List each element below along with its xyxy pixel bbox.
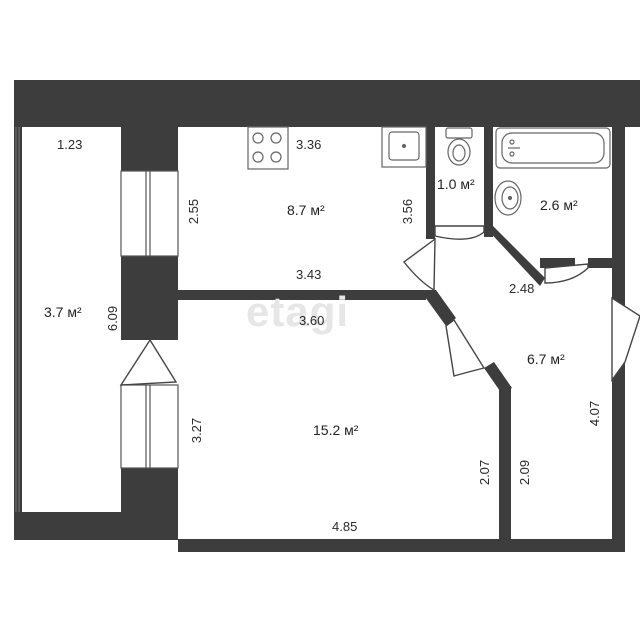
kitchen-door bbox=[402, 237, 436, 292]
stove bbox=[247, 126, 289, 170]
toilet-right-wall bbox=[484, 127, 493, 237]
doors bbox=[119, 225, 640, 386]
toilet-area: 1.0 м² bbox=[437, 176, 475, 192]
balcony-glazing bbox=[15, 127, 20, 512]
tub-inner bbox=[501, 132, 605, 164]
hallway-left-dimension: 2.09 bbox=[517, 459, 533, 486]
kitchen-bottom-dimension: 3.43 bbox=[296, 267, 322, 282]
bathtub-icon bbox=[495, 127, 611, 169]
living-door bbox=[445, 318, 486, 377]
kitchen-living-wall-end bbox=[420, 290, 456, 326]
kitchen-living-wall bbox=[178, 290, 426, 300]
washbasin-icon bbox=[494, 180, 522, 216]
toilet-tank bbox=[445, 127, 473, 139]
toilet-seat bbox=[452, 144, 466, 162]
bathroom-door bbox=[544, 263, 589, 284]
balcony-side-dimension: 6.09 bbox=[105, 305, 121, 332]
top-wall bbox=[14, 80, 640, 127]
left-wall bbox=[14, 80, 22, 540]
living-top-dimension: 3.60 bbox=[299, 313, 325, 328]
balcony-partition-top bbox=[121, 127, 178, 171]
kitchen-top-dimension: 3.36 bbox=[296, 137, 322, 152]
stove-body bbox=[247, 126, 289, 170]
balcony-partition-mid bbox=[121, 256, 178, 340]
balcony-door bbox=[119, 338, 178, 386]
right-wall-upper bbox=[612, 258, 625, 298]
bathroom-bottom-wall-right bbox=[588, 258, 618, 268]
bottom-wall-main bbox=[178, 539, 625, 552]
tub-tap-knob bbox=[509, 151, 515, 157]
sink-drain bbox=[401, 143, 407, 149]
living-left-dimension: 3.27 bbox=[189, 417, 205, 444]
bathroom-area: 2.6 м² bbox=[540, 197, 578, 213]
bottom-wall bbox=[14, 540, 640, 640]
living-right-dimension: 2.07 bbox=[477, 459, 493, 486]
burner bbox=[270, 132, 282, 144]
living-bottom-dimension: 4.85 bbox=[332, 519, 358, 534]
hallway-area: 6.7 м² bbox=[527, 351, 565, 367]
hall-wall-diag bbox=[484, 226, 545, 286]
toilet-icon bbox=[445, 127, 473, 166]
hallway-top-dimension: 2.48 bbox=[509, 281, 535, 296]
hallway-right-dimension: 4.07 bbox=[587, 400, 603, 427]
burner bbox=[252, 132, 264, 144]
basin-drain bbox=[507, 195, 513, 201]
tub-tap-knob bbox=[509, 139, 515, 145]
bathroom-bottom-wall bbox=[540, 258, 575, 268]
kitchen-right-dimension: 3.56 bbox=[400, 198, 416, 225]
burner bbox=[252, 151, 264, 163]
watermark: etagi bbox=[246, 288, 350, 335]
kitchen-right-wall bbox=[426, 127, 435, 239]
kitchen-sink bbox=[381, 126, 427, 168]
balcony-top-dimension: 1.23 bbox=[57, 137, 83, 152]
windows bbox=[120, 170, 179, 469]
kitchen-area: 8.7 м² bbox=[287, 202, 325, 218]
balcony-area: 3.7 м² bbox=[44, 304, 82, 320]
toilet-door bbox=[434, 225, 485, 240]
right-wall-lower bbox=[612, 380, 625, 552]
living-hall-wall bbox=[499, 386, 511, 546]
burner bbox=[270, 151, 282, 163]
kitchen-left-dimension: 2.55 bbox=[186, 198, 202, 225]
balcony-partition-bottom bbox=[121, 468, 178, 540]
entrance-door bbox=[611, 296, 640, 383]
living-room-area: 15.2 м² bbox=[313, 422, 359, 438]
